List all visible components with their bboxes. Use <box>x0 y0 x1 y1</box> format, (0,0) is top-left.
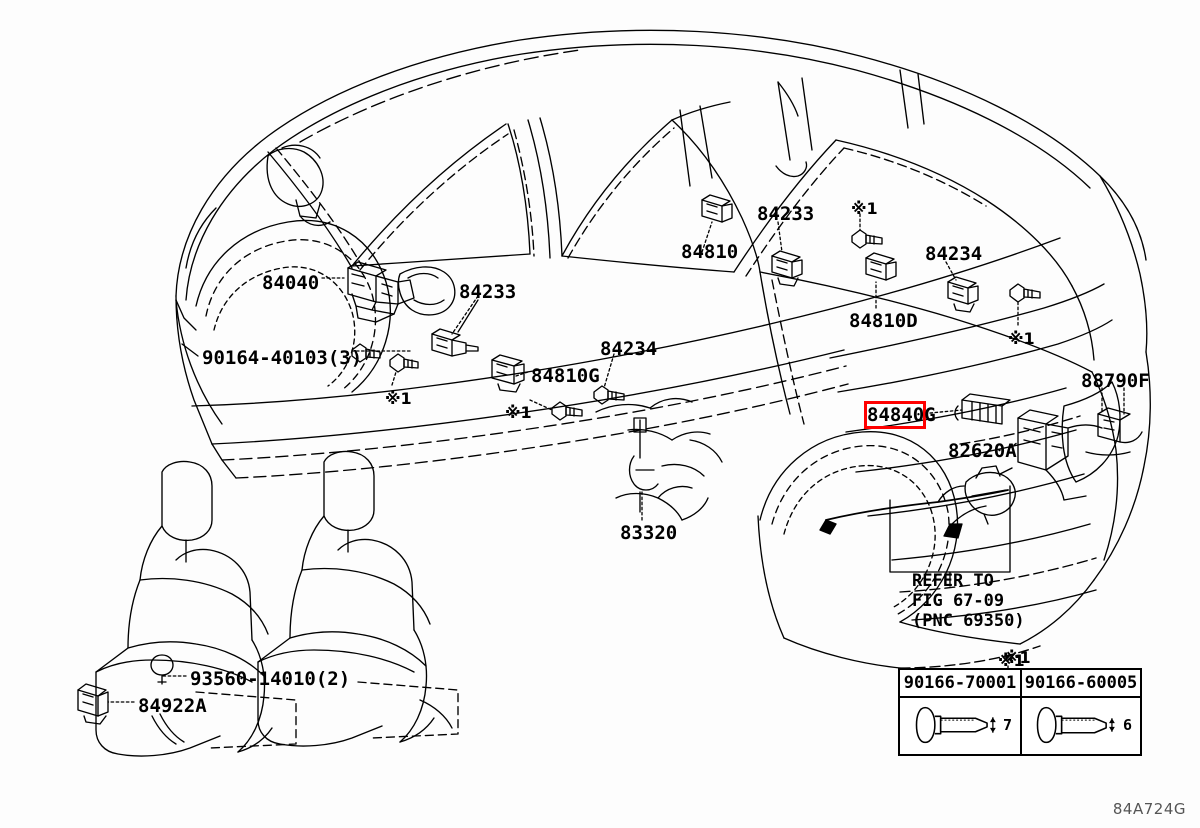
star-marker-5: ※1 <box>998 651 1025 670</box>
legend-dimension-0: 7 <box>1002 716 1012 734</box>
clip-illustration-0 <box>915 706 996 744</box>
part-callout-84922a[interactable]: 84922A <box>138 695 207 717</box>
part-callout-84233[interactable]: 84233 <box>459 281 517 303</box>
part-callout-84233[interactable]: 84233 <box>757 203 815 225</box>
part-callout-84810d[interactable]: 84810D <box>849 310 918 332</box>
star-marker-4: ※1 <box>1008 329 1035 348</box>
clip-legend-table: 90166-70001 90166-60005 7 <box>898 668 1142 756</box>
legend-part-number-1: 90166-60005 <box>1024 673 1138 693</box>
legend-part-number-0: 90166-70001 <box>903 673 1017 693</box>
part-callout-84040[interactable]: 84040 <box>262 272 320 294</box>
highlighted-part-number: 84840G <box>867 404 936 426</box>
highlighted-part-callout[interactable]: 84840G <box>864 401 936 429</box>
part-callout-88790f[interactable]: 88790F <box>1081 370 1150 392</box>
star-marker-3: ※1 <box>851 199 878 218</box>
part-callout-82620a[interactable]: 82620A <box>948 440 1017 462</box>
part-callout-84234[interactable]: 84234 <box>600 338 658 360</box>
legend-header-cell-1: 90166-60005 <box>1020 670 1140 696</box>
star-marker-2: ※1 <box>505 403 532 422</box>
diagram-id-watermark: 84A724G <box>1112 800 1186 818</box>
part-callout-83320[interactable]: 83320 <box>620 522 678 544</box>
part-callout-84810g[interactable]: 84810G <box>531 365 600 387</box>
part-callout-84234[interactable]: 84234 <box>925 243 983 265</box>
part-callout-93560-14010-2-[interactable]: 93560-14010(2) <box>190 668 351 690</box>
legend-body-cell-1: 6 <box>1020 696 1140 754</box>
legend-header-cell-0: 90166-70001 <box>900 670 1020 696</box>
clip-illustration-1 <box>1036 706 1115 744</box>
legend-star-marker: ※1 <box>1004 648 1031 667</box>
reference-note: REFER TO FIG 67-09 (PNC 69350) <box>912 571 1025 631</box>
legend-body-cell-0: 7 <box>900 696 1020 754</box>
part-callout-84810[interactable]: 84810 <box>681 241 739 263</box>
legend-dimension-1: 6 <box>1122 716 1132 734</box>
legend-header-row: 90166-70001 90166-60005 <box>900 670 1140 698</box>
part-callout-90164-40103-3-[interactable]: 90164-40103(3) <box>202 347 363 369</box>
star-marker-1: ※1 <box>385 389 412 408</box>
